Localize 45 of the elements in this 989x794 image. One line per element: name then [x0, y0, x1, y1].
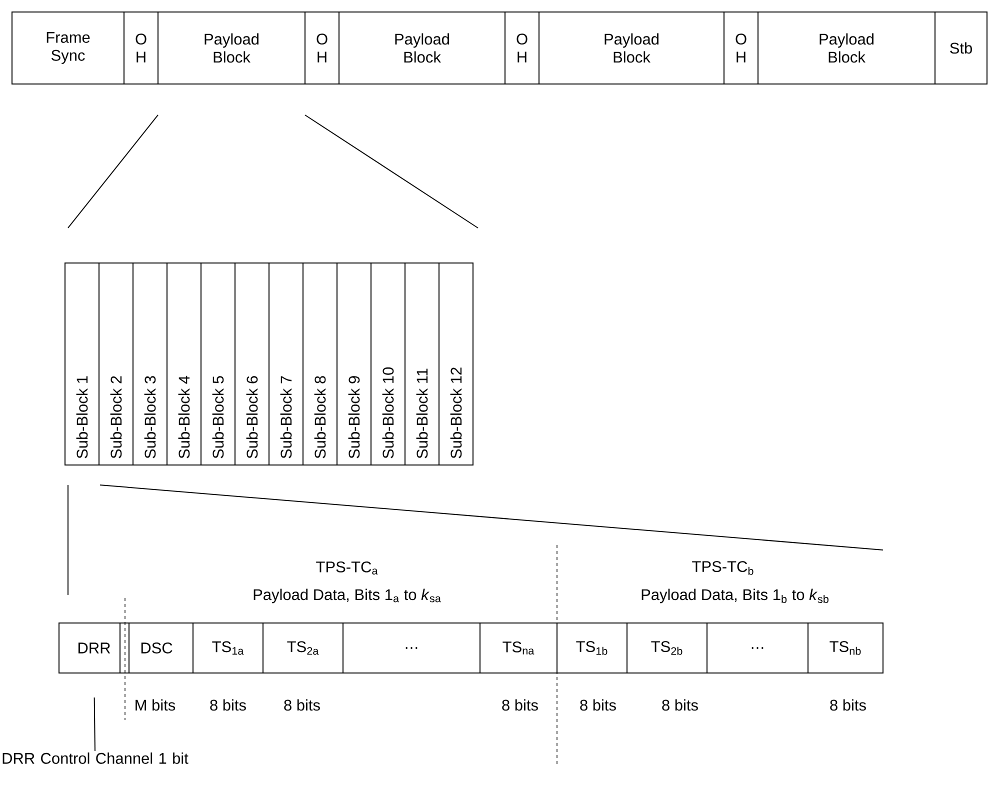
frame-cell: Stb	[934, 11, 988, 84]
frame-cell: Payload Block	[158, 11, 306, 84]
tps-tc-label: TPS-TC$_{a}$	[316, 561, 378, 575]
tps-tc-label: TPS-TC$_{b}$	[692, 561, 754, 575]
payload-data-label: Payload Data, Bits 1$_{b}$ to k$_{sb}$	[642, 588, 828, 604]
sub-block-cell: Sub-Block 6	[234, 262, 270, 466]
frame-cell: Payload Block	[758, 11, 936, 84]
frame-cell: O H	[124, 11, 158, 84]
slot-cell: …	[342, 622, 480, 674]
frame-cell: Frame Sync	[12, 11, 124, 84]
sub-block-cell: Sub-Block 8	[302, 262, 338, 466]
slot-cell: DSC	[120, 622, 194, 674]
sub-block-cell: Sub-Block 4	[166, 262, 202, 466]
sub-block-cell: Sub-Block 12	[438, 262, 474, 466]
sub-block-cell: Sub-Block 9	[336, 262, 372, 466]
payload-data-label: Payload Data, Bits 1$_{a}$ to k$_{sa}$	[254, 588, 441, 604]
sub-block-cell: Sub-Block 10	[370, 262, 406, 466]
slot-cell: TS$_{1b}$	[556, 622, 628, 674]
sub-block-cell: Sub-Block 5	[200, 262, 236, 466]
sub-block-cell: Sub-Block 1	[64, 262, 100, 466]
slot-cell: TS$_{2b}$	[626, 622, 708, 674]
slot-cell: TS$_{1a}$	[192, 622, 264, 674]
slot-cell: DRR	[58, 622, 130, 674]
leader-line	[94, 696, 96, 752]
bits-label: 8 bits	[662, 699, 698, 711]
frame-cell: O H	[724, 11, 758, 84]
bits-label: 8 bits	[284, 699, 320, 711]
annotation-text: DRR Control Channel 1 bit	[2, 752, 188, 764]
sub-block-cell: Sub-Block 3	[132, 262, 168, 466]
bits-label: 8 bits	[210, 699, 246, 711]
slot-cell: …	[706, 622, 808, 674]
frame-cell: Payload Block	[338, 11, 506, 84]
frame-cell: O H	[504, 11, 540, 84]
bits-label: M bits	[136, 699, 176, 711]
sub-block-cell: Sub-Block 2	[98, 262, 134, 466]
bits-label: 8 bits	[830, 699, 866, 711]
sub-block-cell: Sub-Block 7	[268, 262, 304, 466]
slot-cell: TS$_{2a}$	[262, 622, 344, 674]
bits-label: 8 bits	[502, 699, 538, 711]
bits-label: 8 bits	[580, 699, 616, 711]
frame-cell: Payload Block	[538, 11, 724, 84]
slot-cell: TS$_{nb}$	[808, 622, 884, 674]
frame-cell: O H	[304, 11, 340, 84]
sub-block-cell: Sub-Block 11	[404, 262, 440, 466]
slot-cell: TS$_{na}$	[480, 622, 558, 674]
